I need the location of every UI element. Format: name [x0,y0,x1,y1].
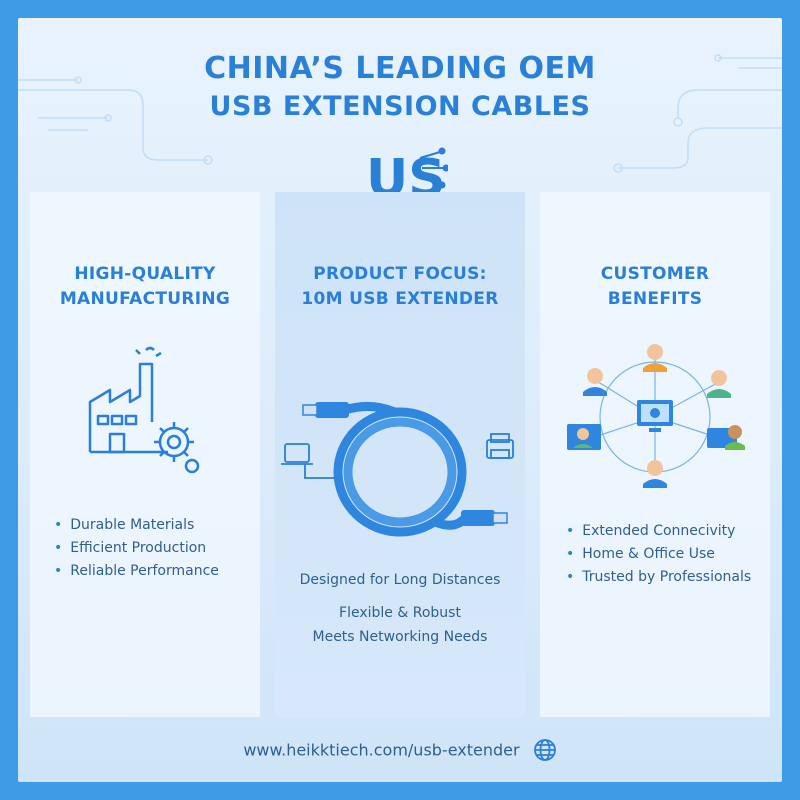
list-item: Extended Connecivity [566,520,751,543]
usb-cable-coil-icon [281,402,514,537]
globe-icon [533,739,556,761]
footer: www.heikktiech.com/usb-extender [18,738,782,762]
infographic: CHINA’S LEADING OEM USB EXTENSION CABLES… [18,18,782,782]
product-line-3: Meets Networking Needs [312,629,488,645]
manufacturing-heading: HIGH-QUALITY MANUFACTURING [59,264,231,309]
benefits-heading: CUSTOMER BENEFITS [600,264,710,309]
panel-benefits: CUSTOMER BENEFITS [540,192,770,717]
product-heading: PRODUCT FOCUS: 10M USB EXTENDER [301,264,499,309]
list-item: Home & Office Use [566,543,751,566]
title-line-2: USB EXTENSION CABLES [209,91,591,122]
benefits-bullets: Extended Connecivity Home & Office Use T… [566,520,751,589]
list-item: Durable Materials [54,514,219,537]
list-item: Efficient Production [54,537,219,560]
manufacturing-bullets: Durable Materials Efficient Production R… [54,514,219,583]
product-line-1: Designed for Long Distances [299,572,501,588]
list-item: Trusted by Professionals [566,566,751,589]
panel-product: PRODUCT FOCUS: 10M USB EXTENDER [275,192,525,717]
network-people-icon [567,344,745,488]
product-line-2: Flexible & Robust [339,605,461,621]
footer-url[interactable]: www.heikktiech.com/usb-extender [243,740,520,760]
panel-manufacturing: HIGH-QUALITY MANUFACTURING Durable Mater… [30,192,260,717]
page-title: CHINA’S LEADING OEM USB EXTENSION CABLES [18,50,782,126]
list-item: Reliable Performance [54,560,219,583]
factory-gear-icon [88,346,200,474]
circuit-decoration [18,54,782,173]
title-line-1: CHINA’S LEADING OEM [204,51,596,86]
